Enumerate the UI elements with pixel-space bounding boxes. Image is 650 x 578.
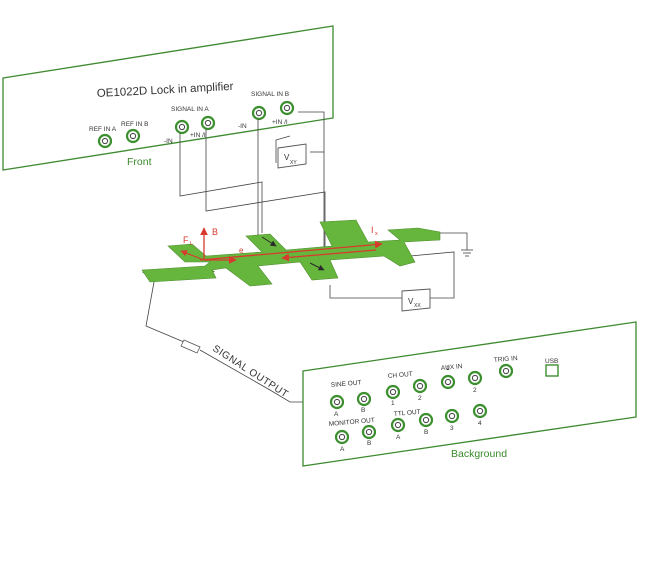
ttl-out-a-number: A	[396, 434, 401, 441]
vxy-subscript: XY	[290, 160, 297, 166]
ttl-out-label: TTL OUT	[394, 409, 421, 418]
ttl-out-b-connector[interactable]	[418, 412, 434, 428]
signal-in-b-label: SIGNAL IN B	[251, 91, 289, 98]
current-label: I	[371, 225, 374, 235]
lorentz-force-label: F	[183, 235, 189, 245]
aux-in-2-number: 2	[473, 387, 477, 394]
aux-in-1-connector[interactable]	[440, 374, 456, 390]
monitor-out-b-number: B	[367, 440, 371, 447]
vxx-label: V	[408, 297, 414, 306]
signal-in-b-minus-label: -IN	[238, 123, 247, 130]
usb-label: USB	[545, 358, 558, 365]
usb-port-icon[interactable]	[545, 364, 559, 377]
signal-in-a-minus-connector[interactable]	[174, 119, 190, 135]
sine-out-a-connector[interactable]	[329, 394, 345, 410]
ttl-out-4-number: 4	[478, 420, 482, 427]
aux-in-2-connector[interactable]	[467, 370, 483, 386]
monitor-out-a-connector[interactable]	[334, 429, 350, 445]
front-panel: OE1022D Lock in amplifier REF IN A REF I…	[2, 25, 334, 171]
sine-out-label: SINE OUT	[331, 379, 362, 389]
ttl-out-3-number: 3	[450, 425, 454, 432]
vxy-meter: V XY	[277, 143, 307, 169]
monitor-out-b-connector[interactable]	[361, 424, 377, 440]
signal-in-b-minus-connector[interactable]	[251, 105, 267, 121]
signal-in-b-plus-connector[interactable]	[279, 100, 295, 116]
signal-in-a-label: SIGNAL IN A	[171, 106, 209, 113]
signal-output-label: SIGNAL OUTPUT	[210, 343, 290, 400]
magnetic-field-label: B	[212, 227, 218, 237]
ch-out-1-connector[interactable]	[385, 384, 401, 400]
vxx-subscript: XX	[414, 303, 421, 309]
signal-in-a-minus-label: -IN	[164, 138, 173, 145]
ttl-out-b-number: B	[424, 429, 428, 436]
aux-in-1-number: 1	[446, 365, 450, 372]
back-panel: SINE OUT CH OUT AUX IN TRIG IN USB MONIT…	[302, 321, 637, 467]
current-subscript: x	[375, 231, 378, 237]
ttl-out-a-connector[interactable]	[390, 417, 406, 433]
trig-in-connector[interactable]	[498, 363, 514, 379]
signal-in-a-plus-label: +IN /I	[190, 132, 206, 139]
lorentz-force-subscript: L	[190, 241, 193, 247]
ref-in-b-label: REF IN B	[121, 121, 148, 128]
vxy-label: V	[284, 153, 290, 162]
ttl-out-3-connector[interactable]	[444, 408, 460, 424]
trig-in-label: TRIG IN	[494, 355, 519, 364]
ref-in-b-connector[interactable]	[125, 128, 141, 144]
background-caption: Background	[451, 448, 507, 460]
electron-label: e	[239, 246, 244, 255]
ch-out-label: CH OUT	[388, 371, 413, 380]
ch-out-2-number: 2	[418, 395, 422, 402]
ref-in-a-connector[interactable]	[97, 133, 113, 149]
aux-in-label: AUX IN	[441, 363, 464, 372]
ref-in-a-label: REF IN A	[89, 126, 117, 133]
ttl-out-4-connector[interactable]	[472, 403, 488, 419]
sine-out-a-number: A	[334, 411, 339, 418]
vxx-meter: V XX	[401, 288, 431, 312]
front-caption: Front	[127, 156, 152, 168]
hall-bar-sample: F L B e I x	[141, 219, 441, 287]
sine-out-b-number: B	[361, 407, 365, 414]
monitor-out-label: MONITOR OUT	[329, 417, 376, 428]
ch-out-1-number: 1	[391, 400, 395, 407]
signal-in-b-plus-label: +IN /I	[272, 119, 288, 126]
signal-in-a-plus-connector[interactable]	[200, 115, 216, 131]
monitor-out-a-number: A	[340, 446, 345, 453]
sine-out-b-connector[interactable]	[356, 391, 372, 407]
ch-out-2-connector[interactable]	[412, 378, 428, 394]
